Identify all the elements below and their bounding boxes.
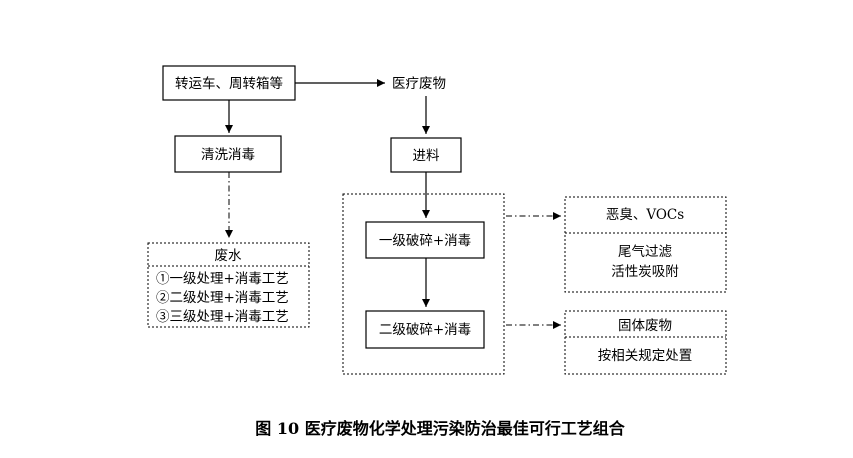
crush2-label: 二级破碎+消毒: [379, 322, 471, 338]
wastewater-item-2: ②二级处理+消毒工艺: [156, 290, 289, 306]
odor-line-1: 尾气过滤: [618, 244, 672, 260]
crush1-label: 一级破碎+消毒: [379, 233, 471, 249]
crushing-container: [342, 193, 505, 375]
crush1-box: [365, 221, 485, 259]
odor-box: [564, 196, 727, 293]
solid-title: 固体废物: [618, 318, 672, 334]
solid-line-1: 按相关规定处置: [598, 348, 693, 364]
cleaning-box: [174, 135, 282, 173]
solid-waste-box: [564, 310, 727, 375]
transport-box: [162, 65, 296, 101]
wastewater-box: [147, 242, 310, 328]
odor-title: 恶臭、VOCs: [606, 207, 684, 223]
feeding-label: 进料: [413, 148, 440, 164]
crush2-box: [365, 310, 485, 349]
wastewater-item-1: ①一级处理+消毒工艺: [156, 271, 289, 287]
medical-waste-label: 医疗废物: [392, 76, 446, 92]
odor-line-2: 活性炭吸附: [611, 264, 679, 280]
feeding-box: [390, 137, 462, 173]
figure-caption: 图 10 医疗废物化学处理污染防治最佳可行工艺组合: [255, 419, 625, 438]
transport-label: 转运车、周转箱等: [175, 75, 283, 92]
cleaning-label: 清洗消毒: [201, 147, 255, 163]
wastewater-item-3: ③三级处理+消毒工艺: [156, 309, 289, 325]
wastewater-title: 废水: [215, 248, 242, 264]
